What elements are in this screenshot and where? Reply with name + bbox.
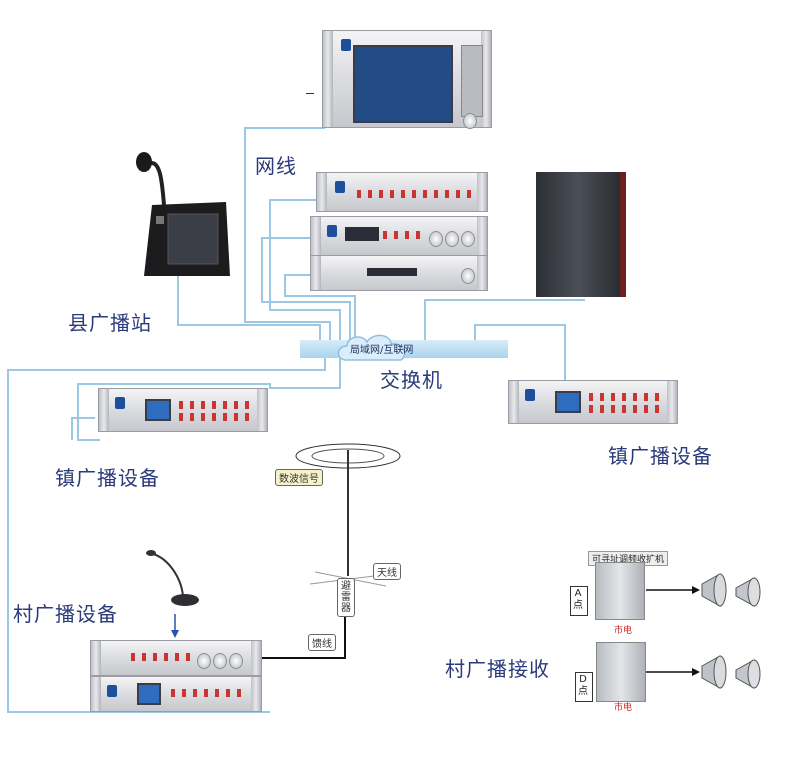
lcd-screen — [137, 683, 161, 705]
link-rack3 — [284, 274, 356, 340]
digital-signal-callout: 数波信号 — [275, 469, 323, 486]
rack-ear — [667, 381, 677, 423]
server-screen — [353, 45, 453, 123]
link-town-left — [77, 358, 341, 441]
mains-label-a: 市电 — [614, 626, 633, 636]
link-town-right — [474, 324, 566, 385]
network-cable-label: 网线 — [255, 154, 297, 178]
led-row — [171, 689, 241, 697]
speaker-cabinet — [536, 172, 626, 297]
link-speaker — [424, 299, 585, 340]
rack-ear — [509, 381, 519, 423]
rack-ear — [99, 389, 109, 431]
county-station-label: 县广播站 — [68, 311, 152, 335]
point-d-label: D点 — [578, 674, 588, 697]
link-server-switch — [244, 127, 331, 340]
ip-network-controller — [316, 172, 488, 212]
rack-ear — [317, 173, 327, 211]
network-banner-text: 局域网/互联网 — [350, 345, 414, 356]
point-d-marker — [575, 672, 593, 702]
rack-ear — [323, 31, 333, 127]
rack-ear — [251, 677, 261, 711]
link-rack2 — [261, 237, 351, 340]
feeder-callout: 馈线 — [308, 634, 336, 651]
link-village — [7, 358, 326, 713]
dash-mark — [306, 93, 314, 94]
rack-ear — [477, 217, 487, 255]
switch-label: 交换机 — [380, 368, 443, 392]
receiver-box-a — [595, 562, 645, 620]
network-server-device — [322, 30, 492, 129]
brand-logo — [115, 397, 125, 409]
volume-knob — [213, 653, 227, 669]
network-cloud-icon — [337, 334, 406, 361]
volume-knob — [229, 653, 243, 669]
town-equipment-label-right: 镇广播设备 — [608, 444, 713, 468]
point-a-label: A点 — [573, 588, 583, 611]
antenna-mast — [295, 443, 401, 587]
volume-knob — [197, 653, 211, 669]
brand-logo — [107, 685, 117, 697]
receiver-arrows-and-horns — [646, 573, 761, 689]
volume-knob — [461, 231, 475, 247]
village-receiver-label: 村广播接收 — [445, 657, 550, 681]
lcd-screen — [555, 391, 581, 413]
led-row — [179, 413, 249, 421]
village-mixer-amplifier — [90, 640, 262, 676]
link-feeder — [262, 615, 346, 659]
led-row — [357, 190, 477, 198]
horn-speaker-icon — [701, 573, 761, 607]
rack-ear — [477, 256, 487, 290]
drive-slot — [461, 45, 483, 117]
lightning-arrester-callout: 避雷器 — [337, 578, 355, 617]
brand-logo — [327, 225, 337, 237]
mains-label-d: 市电 — [614, 703, 633, 713]
power-amplifier-device — [310, 255, 488, 291]
link-console — [177, 275, 321, 342]
power-knob — [463, 113, 477, 129]
amp-display — [367, 268, 417, 276]
volume-knob — [461, 268, 475, 284]
rack-ear — [311, 256, 321, 290]
rack-ear — [477, 173, 487, 211]
town-broadcast-device-right — [508, 380, 678, 424]
village-broadcast-terminal — [90, 676, 262, 712]
town-equipment-label-left: 镇广播设备 — [55, 466, 160, 490]
village-equipment-label: 村广播设备 — [13, 602, 118, 626]
town-broadcast-device-left — [98, 388, 268, 432]
tuner-display — [345, 227, 379, 241]
rack-ear — [91, 641, 101, 675]
volume-knob — [445, 231, 459, 247]
brand-logo — [525, 389, 535, 401]
led-row — [589, 405, 659, 413]
brand-logo — [335, 181, 345, 193]
led-row — [131, 653, 191, 661]
link-rack1 — [269, 199, 341, 340]
receiver-box-d — [596, 642, 646, 702]
rack-ear — [91, 677, 101, 711]
lcd-screen — [145, 399, 171, 421]
rack-ear — [481, 31, 491, 127]
point-a-marker — [570, 586, 588, 616]
mp3-tuner-mixer — [310, 216, 488, 256]
brand-logo — [341, 39, 351, 51]
led-row — [383, 231, 423, 239]
gooseneck-microphone — [146, 550, 199, 638]
rack-ear — [251, 641, 261, 675]
led-row — [179, 401, 249, 409]
horn-speaker-icon — [701, 655, 761, 689]
led-row — [589, 393, 659, 401]
rack-ear — [311, 217, 321, 255]
rack-ear — [257, 389, 267, 431]
antenna-callout: 天线 — [373, 563, 401, 580]
link-town-left-b — [71, 417, 95, 440]
paging-microphone-console — [136, 152, 230, 276]
volume-knob — [429, 231, 443, 247]
